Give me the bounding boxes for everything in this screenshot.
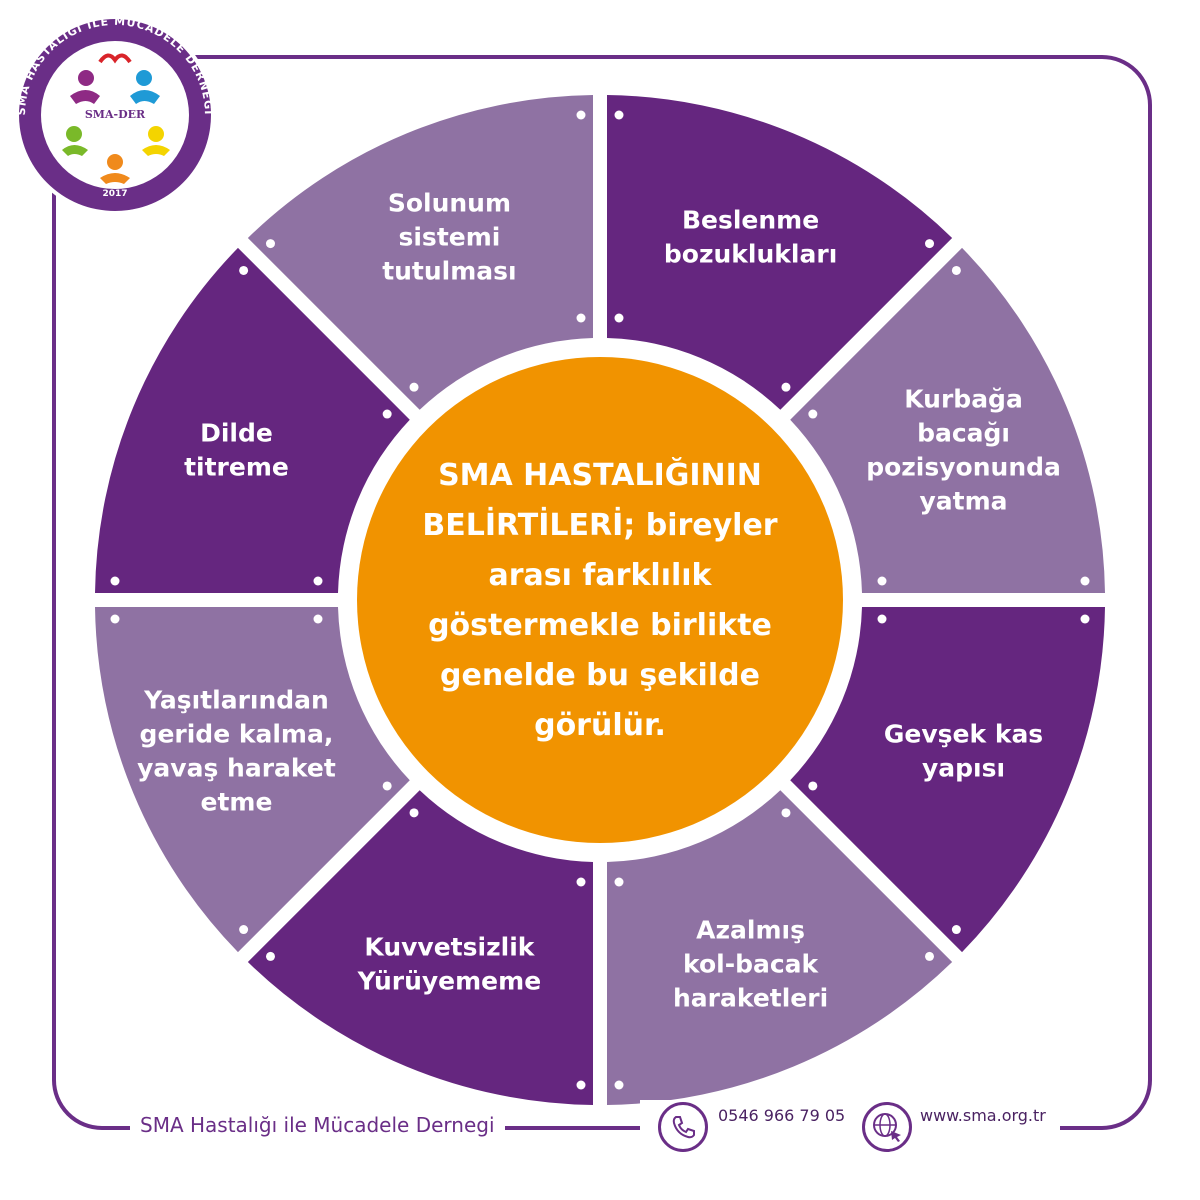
segment-dot	[265, 239, 275, 249]
segment-dot	[614, 1080, 624, 1090]
globe-cursor-icon[interactable]	[862, 1102, 912, 1152]
website-url[interactable]: www.sma.org.tr	[920, 1106, 1046, 1125]
segment-dot	[239, 925, 249, 935]
segment-dot	[576, 877, 586, 887]
segment-dot	[110, 614, 120, 624]
phone-number[interactable]: 0546 966 79 05	[718, 1106, 846, 1125]
segment-dot	[781, 808, 791, 818]
segment-dot	[877, 614, 887, 624]
segment-dot	[614, 110, 624, 120]
segment-shape	[95, 607, 410, 953]
segment-shape	[607, 790, 953, 1105]
segment-dot	[382, 781, 392, 791]
segment-dot	[808, 781, 818, 791]
logo-name: SMA-DER	[85, 108, 146, 121]
segment-dot	[925, 239, 935, 249]
segment-dot	[1080, 576, 1090, 586]
segment-dot	[409, 808, 419, 818]
segment-dot	[110, 576, 120, 586]
phone-icon[interactable]	[658, 1102, 708, 1152]
segment-dot	[614, 877, 624, 887]
segment-shape	[790, 247, 1105, 593]
segment-shape	[95, 247, 410, 593]
segment-dot	[265, 951, 275, 961]
sma-der-logo: SMA HASTALIĞI İLE MÜCADELE DERNEĞİ SMA-D…	[15, 15, 215, 215]
contact-bar: 0546 966 79 05 www.sma.org.tr	[640, 1100, 1060, 1160]
segment-dot	[925, 951, 935, 961]
segment-dot	[576, 313, 586, 323]
segment-dot	[409, 382, 419, 392]
segment-dot	[808, 409, 818, 419]
segment-shape	[790, 607, 1105, 953]
footer-organization-name: SMA Hastalığı ile Mücadele Dernegi	[130, 1113, 505, 1137]
segment-dot	[877, 576, 887, 586]
segment-shape	[247, 95, 593, 410]
content-frame	[52, 55, 1152, 1130]
segment-dot	[239, 265, 249, 275]
logo-figures-icon	[62, 53, 170, 184]
segment-dot	[382, 409, 392, 419]
segment-dot	[781, 382, 791, 392]
center-circle	[357, 357, 843, 843]
segment-shape	[607, 95, 953, 410]
segment-dot	[1080, 614, 1090, 624]
segment-dot	[313, 576, 323, 586]
segment-dot	[576, 1080, 586, 1090]
segment-dot	[951, 925, 961, 935]
segment-dot	[576, 110, 586, 120]
segment-shape	[247, 790, 593, 1105]
segment-dot	[313, 614, 323, 624]
logo-year: 2017	[102, 189, 127, 199]
segment-dot	[951, 265, 961, 275]
segment-dot	[614, 313, 624, 323]
